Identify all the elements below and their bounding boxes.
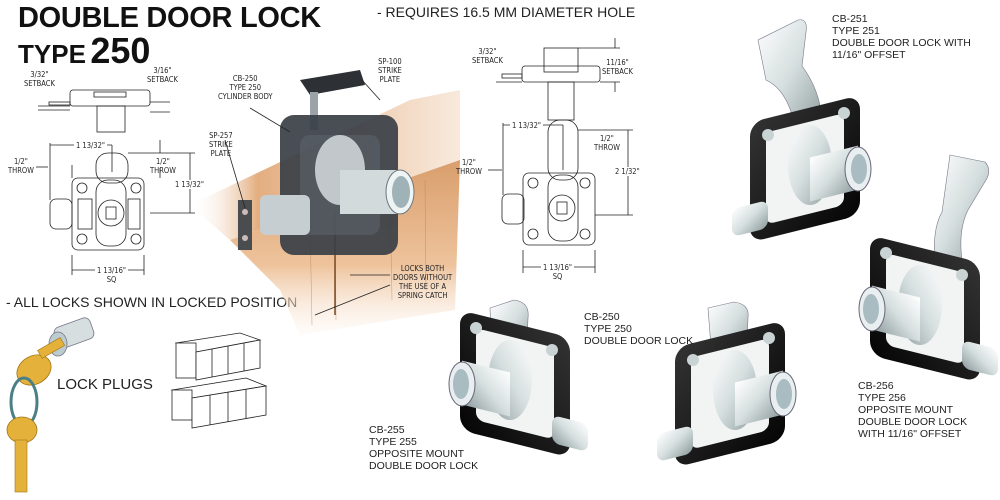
product-desc: WITH 11/16" OFFSET [858, 428, 962, 440]
product-caption-cb250: CB-250 TYPE 250 DOUBLE DOOR LOCK [584, 311, 693, 347]
product-type: TYPE 255 [369, 436, 417, 448]
callout-locks-both: LOCKS BOTH DOORS WITHOUT THE USE OF A SP… [393, 264, 452, 300]
left-width-dim: 1 13/32" [74, 141, 107, 150]
product-caption-cb251: CB-251 TYPE 251 DOUBLE DOOR LOCK WITH 11… [832, 13, 971, 61]
left-setback-3-32: 3/32" SETBACK [24, 70, 55, 88]
dim-value: 1 13/16" [543, 263, 572, 272]
product-caption-cb256: CB-256 TYPE 256 OPPOSITE MOUNT DOUBLE DO… [858, 380, 967, 440]
dim-label: SETBACK [602, 67, 633, 76]
callout-line: CYLINDER BODY [218, 92, 273, 101]
dim-label: THROW [594, 143, 620, 152]
right-width-dim: 1 13/32" [510, 121, 543, 130]
lock-cb250 [656, 301, 797, 469]
installation-illustration [190, 70, 460, 335]
callout-line: SPRING CATCH [397, 291, 448, 300]
right-setback-11-16: 11/16" SETBACK [602, 58, 633, 76]
lock-cb251 [731, 19, 872, 244]
dim-value: 3/32" [478, 47, 497, 56]
strike-plate-sp257 [238, 200, 252, 250]
product-code: CB-251 [832, 13, 868, 25]
dim-value: 1/2" [155, 157, 170, 166]
callout-line: PLATE [210, 149, 232, 158]
page-title: DOUBLE DOOR LOCK [18, 2, 321, 34]
dim-value: 3/32" [30, 70, 49, 79]
dim-value: 3/16" [153, 66, 172, 75]
left-setback-3-16: 3/16" SETBACK [147, 66, 178, 84]
callout-sp257: SP-257 STRIKE PLATE [209, 131, 233, 158]
dim-value: 11/16" [606, 58, 629, 67]
dim-value: 1 13/16" [97, 266, 126, 275]
hole-requirement-note: - REQUIRES 16.5 MM DIAMETER HOLE [377, 4, 636, 20]
lock-cb255 [448, 299, 589, 459]
strike-plate-sp100 [300, 70, 365, 95]
dim-label: THROW [8, 166, 34, 175]
product-type: TYPE 256 [858, 392, 906, 404]
product-desc: OPPOSITE MOUNT [858, 404, 954, 416]
cabinet-illustration [170, 332, 268, 429]
left-height-dim: 1 13/32" [175, 180, 204, 189]
right-setback-3-32: 3/32" SETBACK [472, 47, 503, 65]
product-desc: DOUBLE DOOR LOCK WITH [832, 37, 971, 49]
right-throw-left: 1/2" THROW [456, 158, 482, 176]
dim-value: 1/2" [461, 158, 476, 167]
type-number: 250 [90, 30, 151, 71]
locked-position-note: - ALL LOCKS SHOWN IN LOCKED POSITION [6, 294, 298, 310]
callout-line: DOORS WITHOUT [393, 273, 453, 282]
product-desc: OPPOSITE MOUNT [369, 448, 465, 460]
right-dimension-drawing [488, 38, 633, 273]
product-desc: DOUBLE DOOR LOCK [858, 416, 968, 428]
product-code: CB-256 [858, 380, 894, 392]
type-prefix: TYPE [18, 39, 86, 69]
lock-plugs-label: LOCK PLUGS [57, 376, 153, 393]
callout-line: PLATE [379, 75, 401, 84]
dim-label: SQ [106, 275, 117, 284]
product-type: TYPE 251 [832, 25, 880, 37]
right-height-dim: 2 1/32" [615, 167, 640, 176]
bolt-offset [757, 19, 823, 131]
lock-cb256 [858, 154, 999, 384]
left-dimension-drawing [36, 89, 195, 275]
product-desc: 11/16" OFFSET [832, 49, 906, 61]
dim-label: SQ [552, 272, 563, 281]
callout-cb250-body: CB-250 TYPE 250 CYLINDER BODY [218, 74, 273, 101]
bolt-offset [934, 154, 990, 263]
dim-label: SETBACK [24, 79, 55, 88]
product-type: TYPE 250 [584, 323, 632, 335]
callout-line: CB-250 [232, 74, 258, 83]
right-throw-right: 1/2" THROW [594, 134, 620, 152]
product-code: CB-255 [369, 424, 405, 436]
key-bottom [6, 416, 38, 444]
product-desc: DOUBLE DOOR LOCK [369, 460, 479, 472]
callout-line: SP-257 [209, 131, 233, 140]
callout-line: STRIKE [209, 140, 233, 149]
product-desc: DOUBLE DOOR LOCK [584, 335, 694, 347]
callout-line: LOCKS BOTH [400, 264, 445, 273]
callout-line: THE USE OF A [398, 282, 447, 291]
callout-line: TYPE 250 [229, 83, 262, 92]
callout-line: STRIKE [378, 66, 402, 75]
dim-label: THROW [456, 167, 482, 176]
page-subtitle: TYPE 250 [18, 30, 150, 72]
dim-label: SETBACK [472, 56, 503, 65]
keys-lock-plug-icon [6, 317, 95, 493]
callout-sp100: SP-100 STRIKE PLATE [378, 57, 402, 84]
left-throw-left: 1/2" THROW [8, 157, 34, 175]
left-throw-right: 1/2" THROW [150, 157, 176, 175]
right-square-dim: 1 13/16" SQ [541, 263, 574, 281]
dim-label: SETBACK [147, 75, 178, 84]
dim-value: 1/2" [599, 134, 614, 143]
left-square-dim: 1 13/16" SQ [95, 266, 128, 284]
product-code: CB-250 [584, 311, 620, 323]
dim-value: 1/2" [13, 157, 28, 166]
product-caption-cb255: CB-255 TYPE 255 OPPOSITE MOUNT DOUBLE DO… [369, 424, 478, 472]
dim-label: THROW [150, 166, 176, 175]
callout-line: SP-100 [378, 57, 402, 66]
